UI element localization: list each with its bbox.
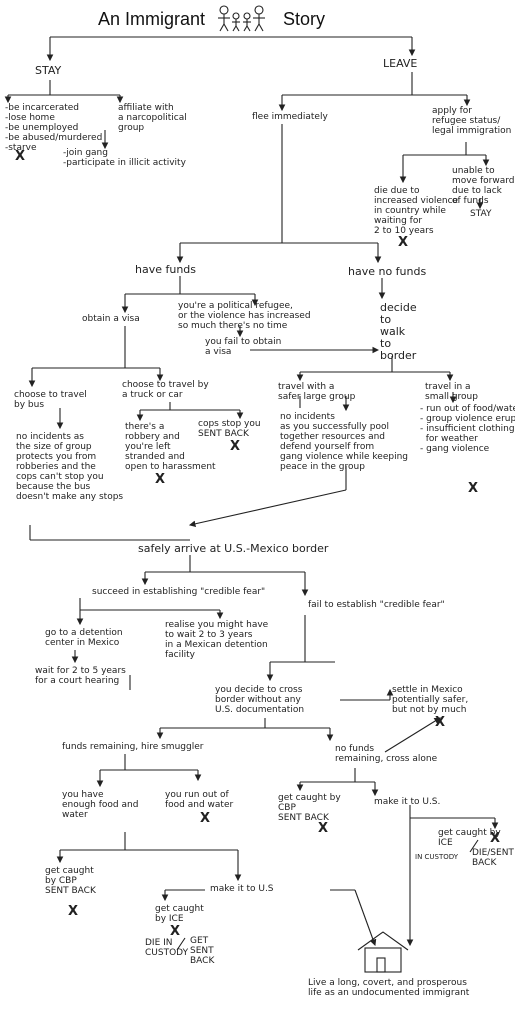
node-fail-visa: you fail to obtain a visa: [205, 337, 282, 357]
node-no-funds: have no funds: [348, 265, 427, 278]
node-cross: you decide to cross border without any U…: [215, 685, 305, 715]
node-caught-cbp: get caught by CBP SENT BACK: [278, 793, 341, 823]
node-small-group: travel in a small group: [425, 382, 478, 402]
node-detention: go to a detention center in Mexico: [45, 628, 123, 648]
node-truck: choose to travel by a truck or car: [122, 380, 209, 400]
node-cops-stop: cops stop you SENT BACK: [198, 419, 261, 439]
x-mark: X: [155, 472, 166, 487]
x-mark: X: [398, 235, 409, 250]
node-arrive: safely arrive at U.S.-Mexico border: [138, 542, 329, 555]
stick-figures-icon: [218, 5, 265, 32]
node-stay-outcomes: -be incarcerated -lose home -be unemploy…: [5, 103, 103, 153]
x-mark: X: [170, 924, 181, 939]
node-alone: no funds remaining, cross alone: [335, 744, 438, 764]
node-smuggler: funds remaining, hire smuggler: [62, 742, 204, 752]
node-flee: flee immediately: [252, 112, 328, 122]
node-caught-cbp-2: get caught by CBP SENT BACK: [45, 866, 96, 896]
node-get-sent-back: GET SENT BACK: [190, 936, 215, 966]
node-final: Live a long, covert, and prosperous life…: [308, 978, 470, 998]
node-unable: unable to move forward due to lack of fu…: [452, 166, 515, 206]
node-large-group: travel with a safer large group: [278, 382, 356, 402]
x-mark: X: [435, 715, 446, 730]
node-run-out: you run out of food and water: [165, 790, 234, 810]
node-die-custody: DIE IN CUSTODY: [145, 938, 189, 958]
node-small-bad: - run out of food/water - group violence…: [420, 404, 515, 454]
node-large-ok: no incidents as you successfully pool to…: [280, 412, 408, 472]
x-mark: X: [490, 831, 501, 846]
node-credible-fail: fail to establish "credible fear": [308, 600, 445, 610]
node-realise: realise you might have to wait 2 to 3 ye…: [165, 620, 269, 660]
node-bus: choose to travel by bus: [14, 390, 87, 410]
house-icon: [357, 931, 409, 973]
node-die-sent-right: DIE/SENT BACK: [472, 848, 514, 868]
node-make-it: make it to U.S.: [374, 797, 441, 807]
node-wait-hearing: wait for 2 to 5 years for a court hearin…: [35, 666, 126, 686]
node-caught-ice-right: get caught by ICE: [438, 828, 501, 848]
node-die-waiting: die due to increased violence in country…: [374, 186, 459, 236]
x-mark: X: [15, 149, 26, 164]
node-bus-ok: no incidents as the size of group protec…: [16, 432, 124, 502]
x-mark: X: [200, 811, 211, 826]
node-refugee: you're a political refugee, or the viole…: [178, 301, 311, 331]
x-mark: X: [318, 821, 329, 836]
title-left: An Immigrant: [98, 9, 206, 29]
node-apply: apply for refugee status/ legal immigrat…: [432, 106, 512, 136]
node-visa: obtain a visa: [82, 314, 140, 324]
node-stay-2: STAY: [470, 209, 492, 219]
node-stay: STAY: [35, 64, 62, 77]
node-in-custody-right: IN CUSTODY: [415, 853, 459, 861]
node-caught-ice-2: get caught by ICE: [155, 904, 204, 924]
node-make-it-2: make it to U.S: [210, 884, 274, 894]
x-mark: X: [68, 904, 79, 919]
x-mark: X: [468, 481, 479, 496]
node-walk: decide to walk to border: [380, 301, 417, 362]
node-credible-ok: succeed in establishing "credible fear": [92, 587, 266, 597]
node-robbery: there's a robbery and you're left strand…: [125, 422, 216, 472]
node-leave: LEAVE: [383, 57, 418, 70]
node-enough-food: you have enough food and water: [62, 790, 139, 820]
node-have-funds: have funds: [135, 263, 197, 276]
x-mark: X: [230, 439, 241, 454]
node-gang: -join gang -participate in illicit activ…: [63, 148, 186, 168]
title-right: Story: [283, 9, 326, 29]
node-settle: settle in Mexico potentially safer, but …: [392, 685, 469, 715]
node-affiliate: affiliate with a narcopolitical group: [118, 103, 187, 133]
